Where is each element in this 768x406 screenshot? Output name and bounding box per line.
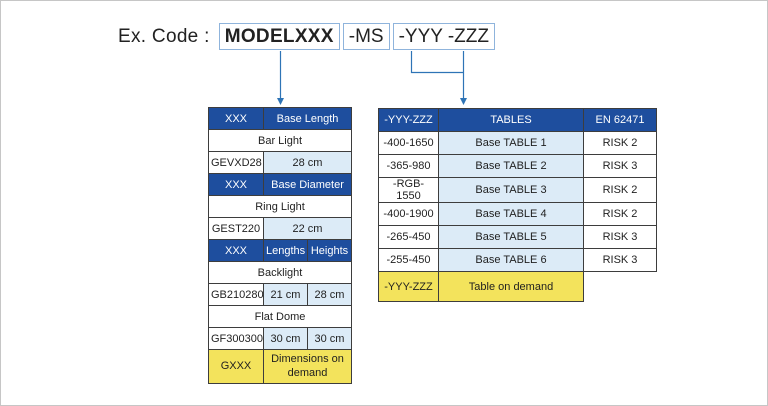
code-cell: -RGB-1550 <box>378 177 439 203</box>
header-cell-base-length: Base Length <box>263 107 352 130</box>
risk-cell: RISK 2 <box>583 177 657 203</box>
dimension-value-cell: 22 cm <box>263 217 352 240</box>
header-cell-tables: TABLES <box>438 108 584 132</box>
ms-code-box: -MS <box>342 23 390 50</box>
code-cell: -400-1650 <box>378 131 439 155</box>
table-row: Flat Dome <box>208 305 352 328</box>
table-row: -265-450 Base TABLE 5 RISK 3 <box>378 225 657 249</box>
table-row: -YYY-ZZZ Table on demand <box>378 271 657 302</box>
example-code-line: Ex. Code : MODELXXX -MS -YYY -ZZZ <box>118 23 498 50</box>
yyy-zzz-code-box: -YYY -ZZZ <box>392 23 496 50</box>
empty-cell <box>584 272 657 302</box>
header-cell-en62471: EN 62471 <box>583 108 657 132</box>
code-cell: -255-450 <box>378 248 439 272</box>
dimension-value-cell: 30 cm <box>307 327 352 350</box>
header-cell-xxx: XXX <box>208 173 264 196</box>
header-cell-base-diameter: Base Diameter <box>263 173 352 196</box>
dimension-value-cell: 28 cm <box>307 283 352 306</box>
table-row: -RGB-1550 Base TABLE 3 RISK 2 <box>378 177 657 203</box>
risk-cell: RISK 3 <box>583 154 657 178</box>
product-code-cell: GF300300 <box>208 327 264 350</box>
product-code-cell: GEVXD28 <box>208 151 264 174</box>
table-row: GF300300 30 cm 30 cm <box>208 327 352 350</box>
table-row: GEVXD28 28 cm <box>208 151 352 174</box>
table-row: -400-1650 Base TABLE 1 RISK 2 <box>378 131 657 155</box>
dimension-value-cell: 30 cm <box>263 327 308 350</box>
category-cell: Ring Light <box>208 195 352 218</box>
category-cell: Flat Dome <box>208 305 352 328</box>
code-cell: -365-980 <box>378 154 439 178</box>
table-row: XXX Lengths Heights <box>208 239 352 262</box>
ex-code-label: Ex. Code : <box>118 25 210 47</box>
demand-code-cell: -YYY-ZZZ <box>378 271 439 302</box>
table-name-cell: Base TABLE 4 <box>438 202 584 226</box>
dimension-value-cell: 28 cm <box>263 151 352 174</box>
risk-cell: RISK 2 <box>583 202 657 226</box>
code-cell: -265-450 <box>378 225 439 249</box>
table-name-cell: Base TABLE 2 <box>438 154 584 178</box>
header-cell-xxx: XXX <box>208 107 264 130</box>
table-name-cell: Base TABLE 3 <box>438 177 584 203</box>
demand-code-cell: GXXX <box>208 349 264 384</box>
dimension-value-cell: 21 cm <box>263 283 308 306</box>
table-row: -400-1900 Base TABLE 4 RISK 2 <box>378 202 657 226</box>
header-cell-heights: Heights <box>307 239 352 262</box>
table-row: GEST220 22 cm <box>208 217 352 240</box>
table-row: Backlight <box>208 261 352 284</box>
demand-label-cell: Table on demand <box>438 271 584 302</box>
header-cell-yyy-zzz: -YYY-ZZZ <box>378 108 439 132</box>
header-cell-xxx: XXX <box>208 239 264 262</box>
model-code-box: MODELXXX <box>218 23 340 50</box>
demand-label-cell: Dimensions on demand <box>263 349 352 384</box>
table-row: XXX Base Diameter <box>208 173 352 196</box>
table-row: Ring Light <box>208 195 352 218</box>
tables-risk-table: -YYY-ZZZ TABLES EN 62471 -400-1650 Base … <box>378 108 657 302</box>
table-row: -365-980 Base TABLE 2 RISK 3 <box>378 154 657 178</box>
table-row: GB210280 21 cm 28 cm <box>208 283 352 306</box>
risk-cell: RISK 2 <box>583 131 657 155</box>
header-cell-lengths: Lengths <box>263 239 308 262</box>
table-row: GXXX Dimensions on demand <box>208 349 352 384</box>
table-row: Bar Light <box>208 129 352 152</box>
table-row: XXX Base Length <box>208 107 352 130</box>
table-name-cell: Base TABLE 5 <box>438 225 584 249</box>
dimensions-table: XXX Base Length Bar Light GEVXD28 28 cm … <box>208 107 352 384</box>
code-cell: -400-1900 <box>378 202 439 226</box>
table-name-cell: Base TABLE 6 <box>438 248 584 272</box>
category-cell: Backlight <box>208 261 352 284</box>
category-cell: Bar Light <box>208 129 352 152</box>
risk-cell: RISK 3 <box>583 225 657 249</box>
table-name-cell: Base TABLE 1 <box>438 131 584 155</box>
product-code-cell: GB210280 <box>208 283 264 306</box>
table-row: -255-450 Base TABLE 6 RISK 3 <box>378 248 657 272</box>
risk-cell: RISK 3 <box>583 248 657 272</box>
table-row: -YYY-ZZZ TABLES EN 62471 <box>378 108 657 132</box>
product-code-cell: GEST220 <box>208 217 264 240</box>
